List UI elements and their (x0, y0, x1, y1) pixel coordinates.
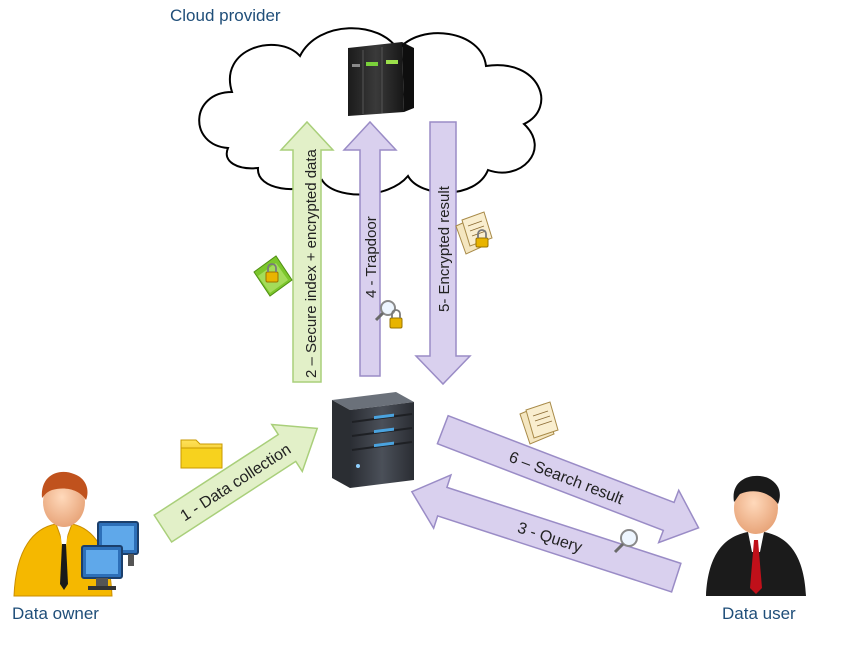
arrow-secure-index: 2 – Secure index + encrypted data (279, 120, 335, 383)
padlock-icon (265, 263, 279, 283)
magnifying-glass-icon (374, 300, 396, 322)
data-owner-label: Data owner (12, 604, 99, 623)
cloud-provider-label: Cloud provider (170, 6, 281, 25)
businessman-icon (706, 475, 806, 596)
arrow-query: 3 - Query (410, 473, 682, 593)
encrypted-document-icon (253, 255, 293, 297)
cloud-server-rack-icon (348, 42, 414, 116)
document-stack-icon (455, 211, 493, 255)
arrow-trapdoor: 4 - Trapdoor (342, 120, 398, 377)
arrow-encrypted-result-label: 5- Encrypted result (436, 185, 453, 312)
document-stack-icon (519, 401, 559, 445)
arrow-trapdoor-label: 4 - Trapdoor (363, 216, 380, 298)
arrow-encrypted-result: 5- Encrypted result (414, 121, 472, 386)
magnifying-glass-icon (613, 529, 638, 554)
server-tower-icon (332, 392, 414, 488)
data-user-label: Data user (722, 604, 796, 623)
arrow-data-collection: 1 - Data collection (153, 423, 319, 544)
padlock-icon (389, 309, 403, 329)
padlock-icon (475, 229, 489, 248)
person-with-computers-icon (13, 471, 139, 597)
arrow-secure-index-label: 2 – Secure index + encrypted data (303, 148, 320, 378)
folder-icon (180, 439, 223, 469)
